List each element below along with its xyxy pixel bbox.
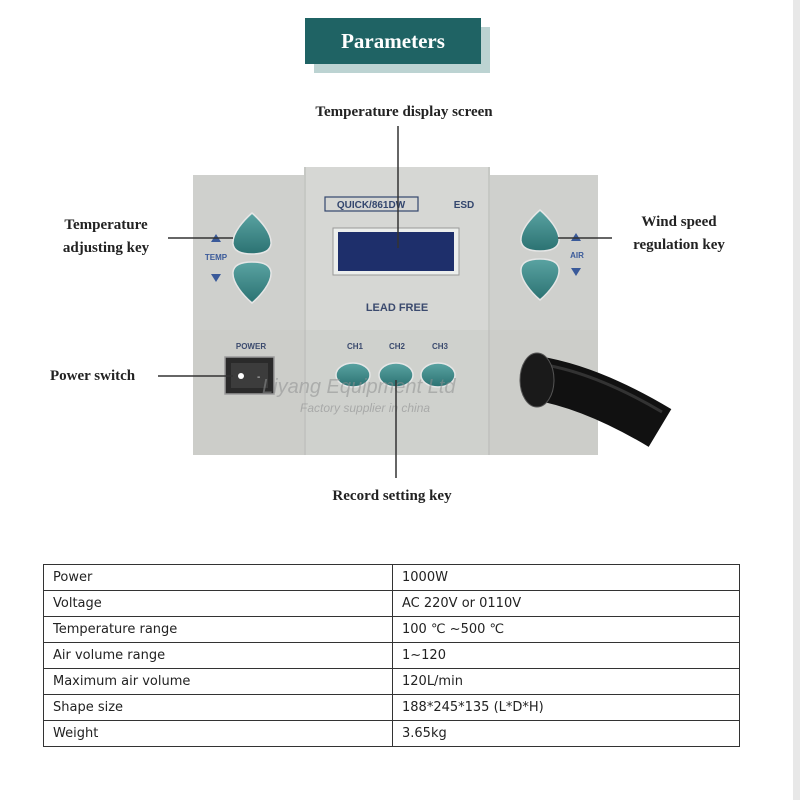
temp-up-button[interactable]	[232, 212, 272, 255]
air-down-arrow-icon	[571, 268, 581, 276]
device-front-panel	[304, 167, 490, 455]
spec-value-cell: 3.65kg	[392, 720, 740, 747]
ch1-button[interactable]	[335, 362, 371, 388]
ch2-label: CH2	[389, 342, 406, 351]
temperature-display-screen	[338, 232, 454, 271]
callout-temperature-key-line1: Temperature	[64, 217, 148, 233]
callout-record-key: Record setting key	[332, 488, 452, 504]
ch1-label: CH1	[347, 342, 364, 351]
spec-value-cell: 120L/min	[392, 668, 740, 695]
spec-value-cell: 1000W	[392, 564, 740, 591]
callout-display-screen: Temperature display screen	[315, 104, 493, 120]
air-hose-connector	[519, 352, 555, 408]
air-up-arrow-icon	[571, 233, 581, 241]
esd-label: ESD	[454, 200, 475, 211]
spec-value-cell: AC 220V or 0110V	[392, 590, 740, 617]
ch3-label: CH3	[432, 342, 449, 351]
callout-wind-key: Wind speed regulation key	[614, 211, 744, 257]
model-label: QUICK/861DW	[337, 200, 406, 211]
temp-label: TEMP	[205, 253, 228, 262]
spec-name-cell: Shape size	[43, 694, 393, 721]
title-banner: Parameters	[305, 18, 481, 64]
spec-name-cell: Temperature range	[43, 616, 393, 643]
spec-name-cell: Weight	[43, 720, 393, 747]
watermark-tagline: Factory supplier in china	[300, 401, 430, 415]
spec-name-cell: Power	[43, 564, 393, 591]
air-down-button[interactable]	[520, 258, 560, 301]
spec-name-cell: Maximum air volume	[43, 668, 393, 695]
spec-name-cell: Air volume range	[43, 642, 393, 669]
power-label: POWER	[236, 342, 266, 351]
callout-wind-key-line2: regulation key	[633, 237, 725, 253]
power-indicator-icon	[238, 373, 244, 379]
model-badge	[324, 196, 419, 212]
callout-wind-key-line1: Wind speed	[641, 214, 717, 230]
ch3-button[interactable]	[420, 362, 456, 388]
air-label: AIR	[570, 251, 584, 260]
temp-down-button[interactable]	[232, 261, 272, 304]
air-up-button[interactable]	[520, 209, 560, 252]
right-edge-strip	[793, 0, 800, 800]
callout-temperature-key-line2: adjusting key	[62, 240, 150, 256]
spec-name-cell: Voltage	[43, 590, 393, 617]
lead-free-label: LEAD FREE	[366, 302, 428, 314]
callout-temperature-key: Temperature adjusting key	[44, 214, 168, 260]
device-illustration: QUICK/861DW ESD LEAD FREE TEMP AIR POWER…	[158, 126, 672, 478]
power-off-mark-icon: -	[257, 372, 260, 383]
watermark-company: Liyang Equipment Ltd	[262, 376, 456, 398]
spec-value-cell: 188*245*135 (L*D*H)	[392, 694, 740, 721]
temp-down-arrow-icon	[211, 274, 221, 282]
spec-value-cell: 1~120	[392, 642, 740, 669]
callout-power-switch: Power switch	[50, 368, 136, 384]
power-rocker	[231, 363, 268, 388]
spec-value-cell: 100 ℃ ~500 ℃	[392, 616, 740, 643]
